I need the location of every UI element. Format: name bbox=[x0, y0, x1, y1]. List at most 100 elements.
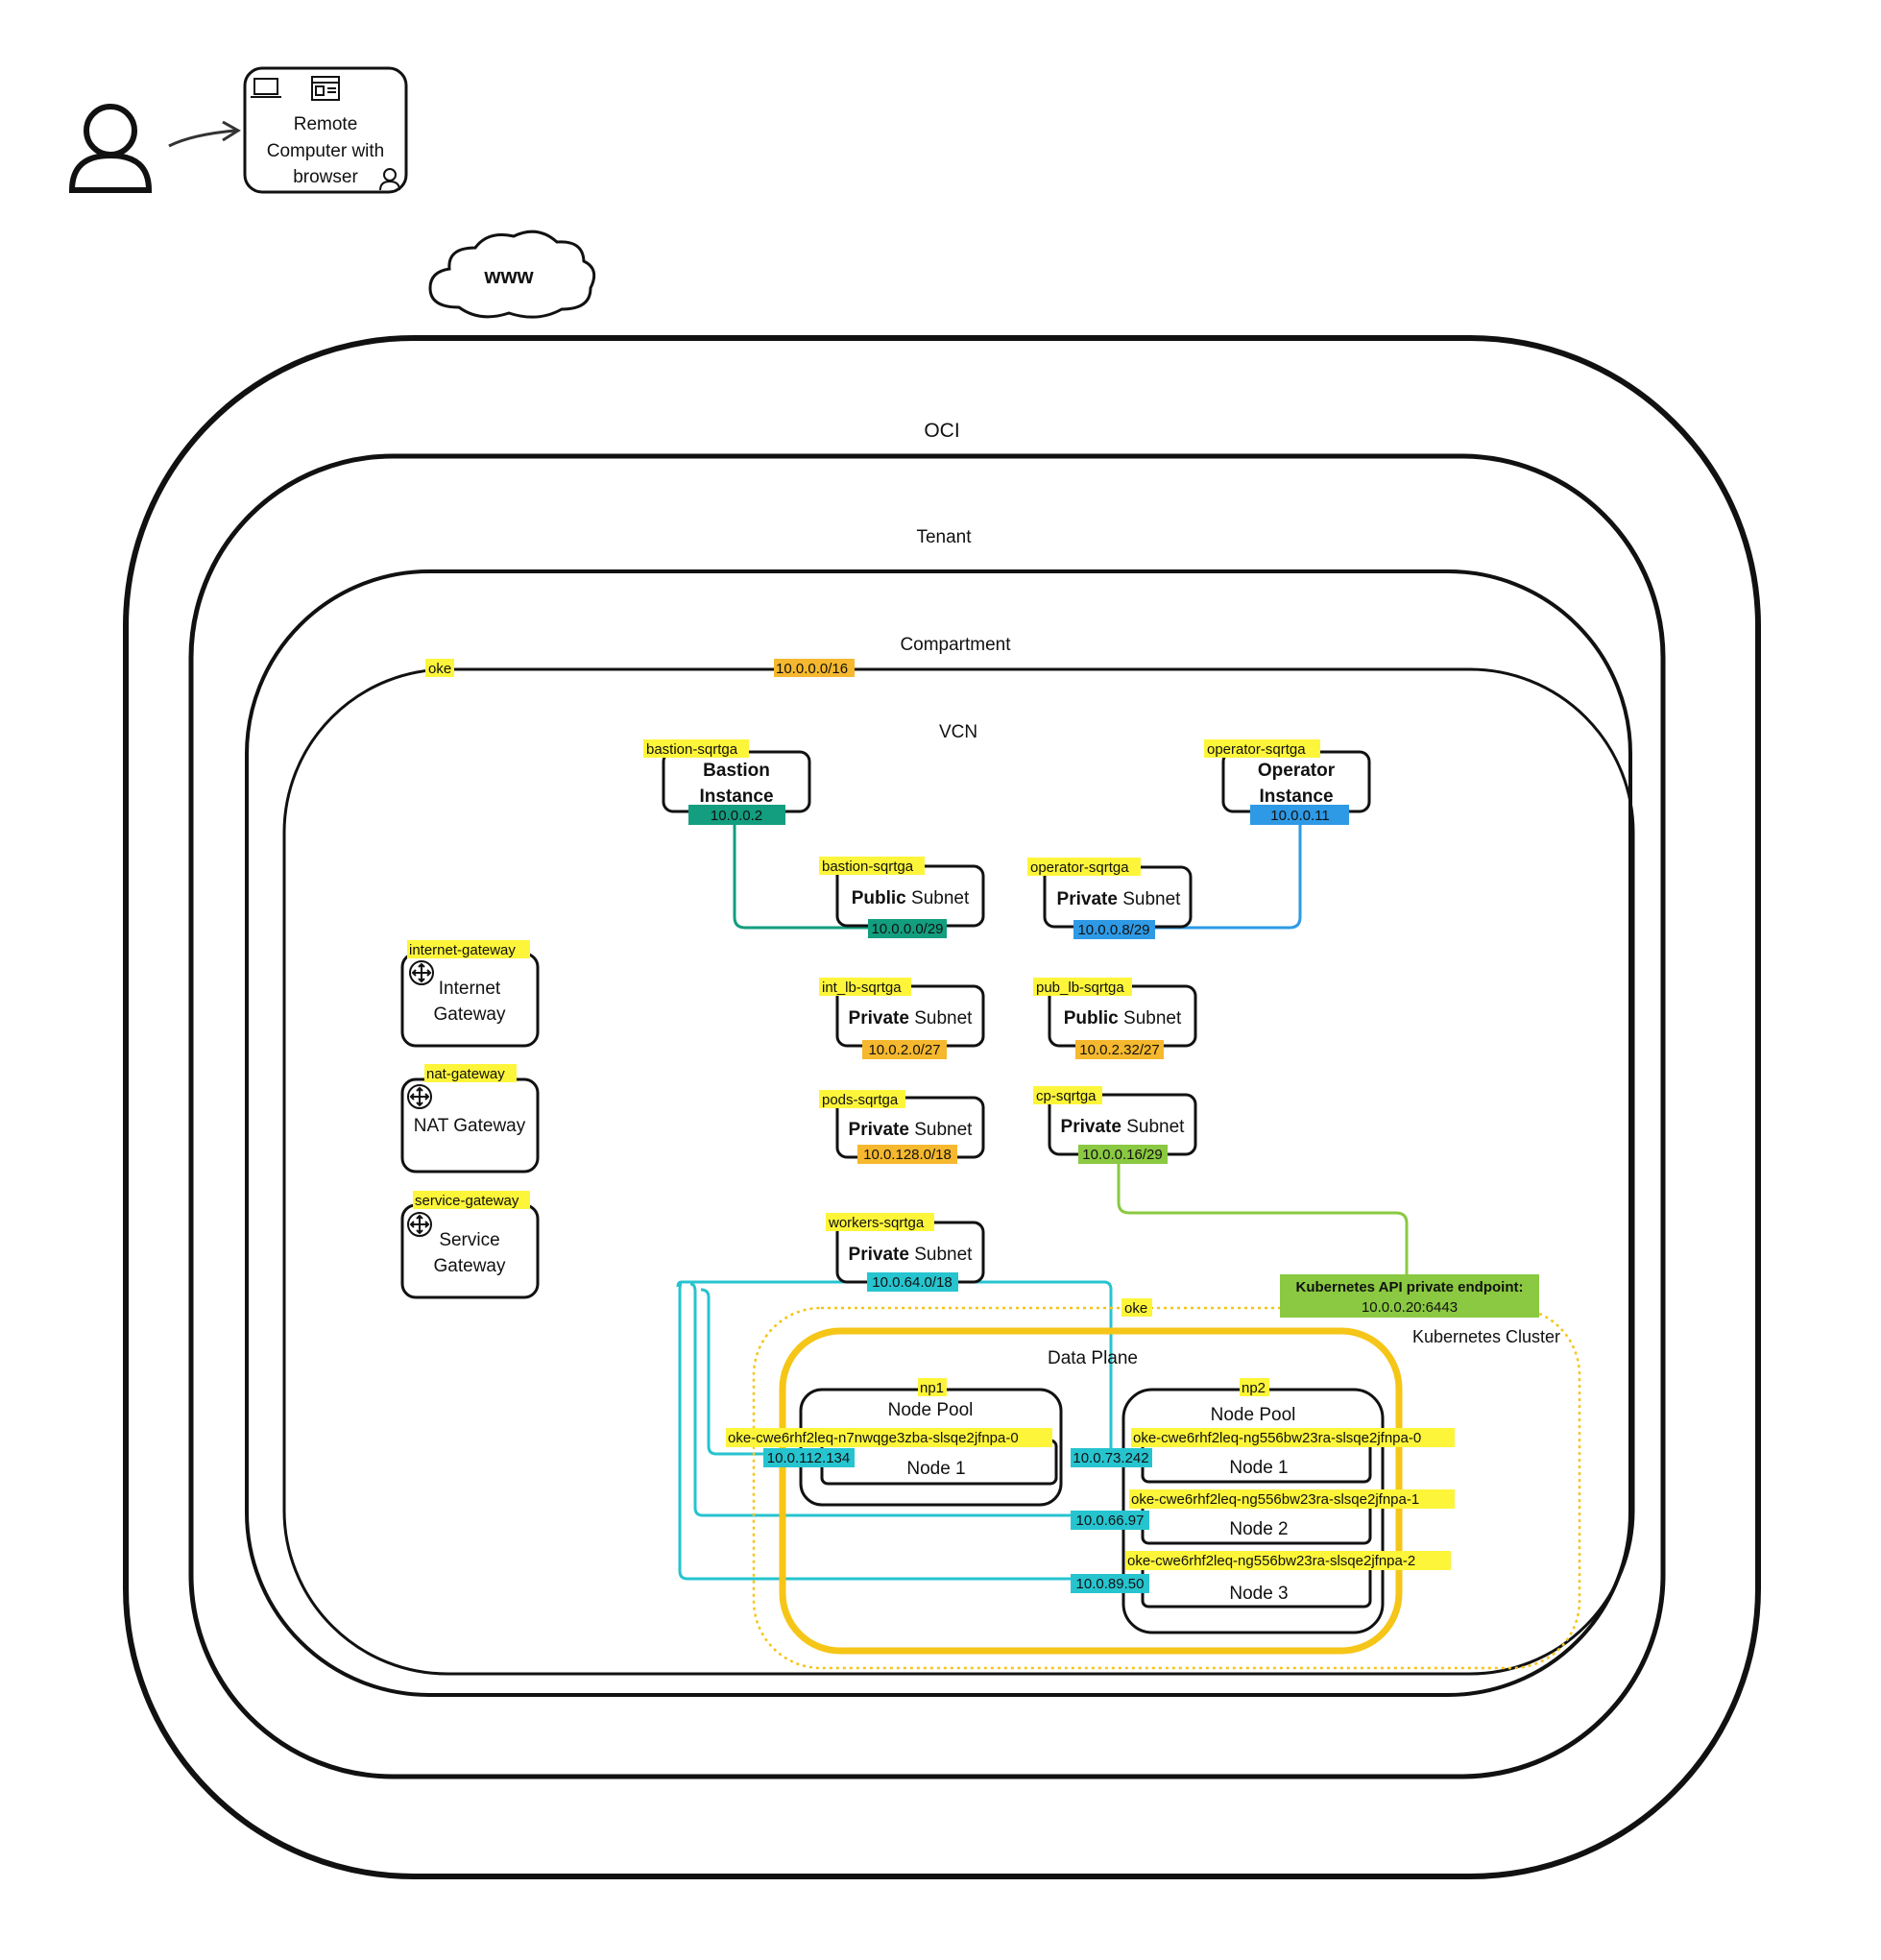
np2-node3-label: Node 3 bbox=[1229, 1584, 1288, 1604]
subnet-bastion-word: Subnet bbox=[911, 888, 970, 908]
service-gateway[interactable]: service-gateway Service Gateway bbox=[400, 1191, 540, 1299]
np2-node2-label: Node 2 bbox=[1229, 1519, 1288, 1539]
np2-node1-ip: 10.0.73.242 bbox=[1073, 1450, 1148, 1466]
oci-container bbox=[123, 335, 1761, 1879]
api-endpoint-address: 10.0.0.20:6443 bbox=[1362, 1299, 1458, 1316]
np1-tag: np1 bbox=[920, 1380, 944, 1396]
subnet-bastion-label: Public Subnet bbox=[852, 888, 970, 908]
subnet-operator[interactable]: operator-sqrtga Private Subnet 10.0.0.8/… bbox=[1027, 858, 1193, 939]
operator-instance[interactable]: operator-sqrtga Operator Instance 10.0.0… bbox=[1204, 739, 1371, 825]
api-endpoint[interactable]: Kubernetes API private endpoint: 10.0.0.… bbox=[1280, 1274, 1539, 1318]
np1-node1-label: Node 1 bbox=[906, 1459, 965, 1479]
vcn-cidr: 10.0.0.0/16 bbox=[776, 661, 848, 677]
subnet-pods-kind: Private bbox=[849, 1120, 909, 1140]
subnet-int-lb-kind: Private bbox=[849, 1008, 909, 1028]
vcn-label: VCN bbox=[939, 722, 977, 742]
operator-instance-line2: Instance bbox=[1259, 786, 1333, 807]
subnet-cp-kind: Private bbox=[1061, 1117, 1121, 1137]
subnet-workers-word: Subnet bbox=[914, 1245, 973, 1265]
router-icon bbox=[407, 1084, 432, 1109]
subnet-pub-lb-cidr: 10.0.2.32/27 bbox=[1079, 1042, 1159, 1058]
user-icon bbox=[68, 104, 153, 193]
cluster-tag-bg bbox=[1121, 1298, 1152, 1317]
subnet-int-lb[interactable]: int_lb-sqrtga Private Subnet 10.0.2.0/27 bbox=[819, 978, 985, 1059]
router-icon bbox=[409, 960, 434, 985]
np2-node1-name: oke-cwe6rhf2leq-ng556bw23ra-slsqe2jfnpa-… bbox=[1133, 1430, 1421, 1446]
remote-computer[interactable]: Remote Computer with browser bbox=[243, 66, 408, 194]
np2-node2-ip: 10.0.66.97 bbox=[1076, 1512, 1145, 1529]
vcn-tag: oke bbox=[428, 661, 451, 677]
router-icon bbox=[407, 1212, 432, 1237]
service-gateway-tag: service-gateway bbox=[415, 1193, 519, 1209]
np2-node3-ip: 10.0.89.50 bbox=[1076, 1576, 1145, 1592]
subnet-workers[interactable]: workers-sqrtga Private Subnet 10.0.64.0/… bbox=[826, 1213, 985, 1292]
subnet-pods-label: Private Subnet bbox=[849, 1120, 974, 1140]
np2-label: Node Pool bbox=[1211, 1405, 1296, 1425]
www-label: www bbox=[483, 264, 534, 288]
subnet-int-lb-word: Subnet bbox=[914, 1008, 973, 1028]
subnet-bastion-tag: bastion-sqrtga bbox=[822, 859, 914, 875]
subnet-workers-kind: Private bbox=[849, 1245, 909, 1265]
subnet-cp-word: Subnet bbox=[1126, 1117, 1185, 1137]
np1-node1-ip: 10.0.112.134 bbox=[767, 1450, 850, 1466]
internet-gateway-line1: Internet bbox=[439, 979, 501, 999]
subnet-cp-tag: cp-sqrtga bbox=[1036, 1088, 1097, 1104]
operator-link bbox=[1147, 821, 1302, 930]
remote-line1: Remote bbox=[294, 114, 358, 134]
subnet-int-lb-label: Private Subnet bbox=[849, 1008, 974, 1028]
bastion-instance-line2: Instance bbox=[699, 786, 773, 807]
nat-gateway-tag: nat-gateway bbox=[426, 1066, 505, 1082]
bastion-instance-line1: Bastion bbox=[703, 761, 770, 781]
subnet-bastion-kind: Public bbox=[852, 888, 906, 908]
subnet-pods-word: Subnet bbox=[914, 1120, 973, 1140]
subnet-pods[interactable]: pods-sqrtga Private Subnet 10.0.128.0/18 bbox=[819, 1090, 985, 1164]
np1-label: Node Pool bbox=[888, 1400, 974, 1420]
bastion-instance-ip: 10.0.0.2 bbox=[711, 808, 762, 824]
node-pool-np2[interactable]: np2 Node Pool oke-cwe6rhf2leq-ng556bw23r… bbox=[1071, 1378, 1455, 1634]
laptop-icon bbox=[251, 78, 281, 98]
operator-instance-line1: Operator bbox=[1258, 761, 1336, 781]
subnet-bastion[interactable]: bastion-sqrtga Public Subnet 10.0.0.0/29 bbox=[819, 857, 985, 938]
subnet-operator-word: Subnet bbox=[1122, 889, 1181, 909]
user-small-icon bbox=[379, 168, 400, 191]
subnet-pods-tag: pods-sqrtga bbox=[822, 1092, 899, 1108]
bastion-instance-tag: bastion-sqrtga bbox=[646, 741, 738, 758]
node-pool-np1[interactable]: np1 Node Pool oke-cwe6rhf2leq-n7nwqge3zb… bbox=[726, 1378, 1063, 1507]
vcn-tag-bg bbox=[425, 659, 454, 677]
subnet-operator-kind: Private bbox=[1057, 889, 1118, 909]
subnet-pub-lb[interactable]: pub_lb-sqrtga Public Subnet 10.0.2.32/27 bbox=[1033, 978, 1197, 1059]
bastion-link bbox=[733, 821, 869, 930]
np2-node3-name: oke-cwe6rhf2leq-ng556bw23ra-slsqe2jfnpa-… bbox=[1127, 1553, 1415, 1569]
np2-tag: np2 bbox=[1242, 1380, 1266, 1396]
subnet-int-lb-cidr: 10.0.2.0/27 bbox=[868, 1042, 940, 1058]
service-gateway-line1: Service bbox=[439, 1230, 499, 1250]
subnet-operator-tag: operator-sqrtga bbox=[1030, 859, 1129, 876]
subnet-workers-label: Private Subnet bbox=[849, 1245, 974, 1265]
data-plane-label: Data Plane bbox=[1048, 1348, 1138, 1368]
compartment-container bbox=[245, 569, 1632, 1697]
cluster-label: Kubernetes Cluster bbox=[1412, 1327, 1560, 1346]
arrow-icon bbox=[168, 120, 241, 148]
browser-window-icon bbox=[311, 76, 340, 101]
tenant-container bbox=[188, 453, 1666, 1779]
subnet-pub-lb-kind: Public bbox=[1064, 1008, 1119, 1028]
subnet-workers-cidr: 10.0.64.0/18 bbox=[872, 1274, 952, 1291]
operator-instance-tag: operator-sqrtga bbox=[1207, 741, 1306, 758]
np2-node2-name: oke-cwe6rhf2leq-ng556bw23ra-slsqe2jfnpa-… bbox=[1131, 1491, 1419, 1508]
subnet-cp[interactable]: cp-sqrtga Private Subnet 10.0.0.16/29 bbox=[1033, 1086, 1197, 1164]
internet-gateway[interactable]: internet-gateway Internet Gateway bbox=[400, 940, 540, 1048]
workers-links bbox=[676, 1280, 1113, 1581]
subnet-operator-label: Private Subnet bbox=[1057, 889, 1182, 909]
cloud-icon: www bbox=[428, 230, 596, 319]
compartment-label: Compartment bbox=[900, 635, 1011, 655]
bastion-instance[interactable]: bastion-sqrtga Bastion Instance 10.0.0.2 bbox=[643, 739, 811, 825]
oci-label: OCI bbox=[924, 420, 959, 442]
nat-gateway-line1: NAT Gateway bbox=[414, 1116, 526, 1136]
subnet-bastion-cidr: 10.0.0.0/29 bbox=[871, 921, 943, 937]
operator-instance-ip: 10.0.0.11 bbox=[1270, 808, 1329, 824]
remote-line2: Computer with bbox=[267, 141, 385, 161]
service-gateway-line2: Gateway bbox=[434, 1256, 506, 1276]
nat-gateway[interactable]: nat-gateway NAT Gateway bbox=[400, 1064, 540, 1174]
subnet-pub-lb-word: Subnet bbox=[1123, 1008, 1182, 1028]
